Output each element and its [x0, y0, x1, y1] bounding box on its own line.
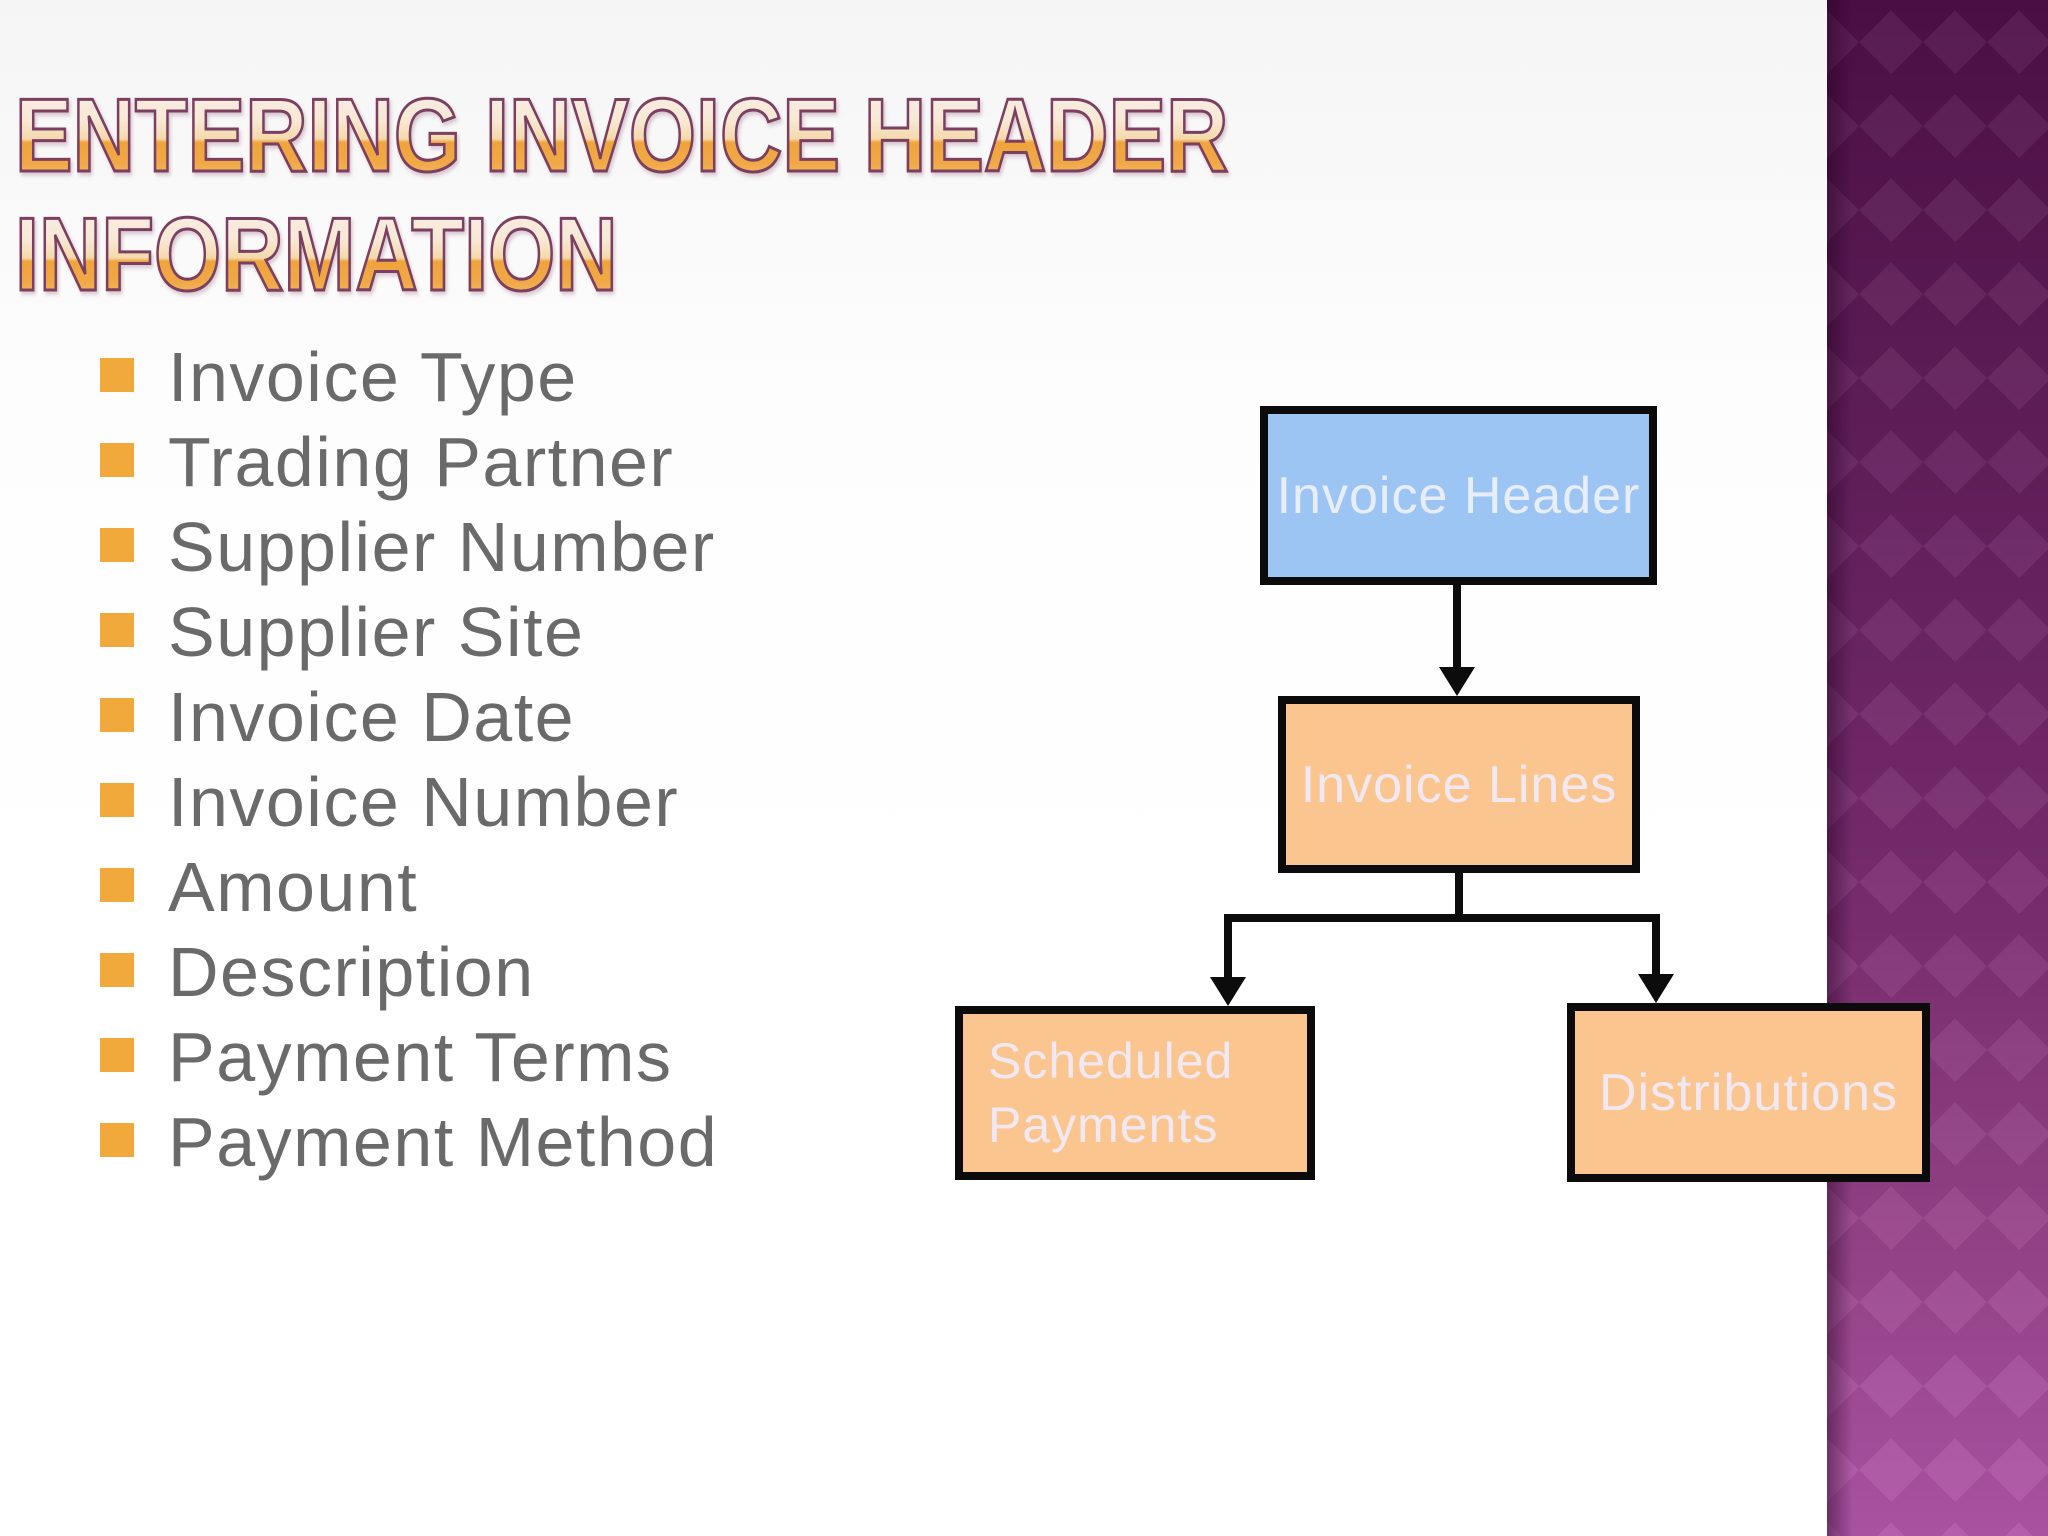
list-item: Invoice Date [100, 675, 718, 760]
bullet-square-icon [100, 527, 134, 562]
list-item-label: Trading Partner [168, 423, 675, 501]
edge-to-scheduled-payments [1224, 914, 1232, 978]
node-label: Distributions [1598, 1063, 1899, 1122]
list-item: Supplier Site [100, 590, 718, 675]
node-label: Invoice Lines [1300, 755, 1618, 814]
edge-branch-bar [1224, 914, 1660, 922]
node-label: Invoice Header [1276, 466, 1641, 525]
list-item: Description [100, 930, 718, 1015]
edge-lines-stub [1455, 873, 1463, 922]
list-item-label: Invoice Type [168, 338, 578, 416]
bullet-square-icon [100, 1122, 134, 1157]
bullet-square-icon [100, 612, 134, 647]
bullet-square-icon [100, 697, 134, 732]
list-item-label: Invoice Number [168, 763, 680, 841]
arrow-down-icon [1210, 977, 1246, 1006]
list-item: Invoice Number [100, 760, 718, 845]
list-item-label: Supplier Number [168, 508, 716, 586]
list-item: Trading Partner [100, 420, 718, 505]
list-item-label: Supplier Site [168, 593, 585, 671]
right-purple-band [1827, 0, 2048, 1536]
list-item-label: Amount [168, 848, 419, 926]
bullet-square-icon [100, 952, 134, 987]
list-item: Payment Method [100, 1100, 718, 1185]
bullet-square-icon [100, 867, 134, 902]
edge-to-distributions [1652, 914, 1660, 975]
bullet-square-icon [100, 782, 134, 817]
bullet-square-icon [100, 442, 134, 477]
diagram-node-invoice-header: Invoice Header [1260, 406, 1657, 585]
list-item-label: Invoice Date [168, 678, 576, 756]
bullet-square-icon [100, 357, 134, 392]
diagram-node-distributions: Distributions [1567, 1003, 1930, 1182]
list-item-label: Payment Terms [168, 1018, 673, 1096]
arrow-down-icon [1638, 974, 1674, 1003]
list-item: Invoice Type [100, 335, 718, 420]
list-item: Amount [100, 845, 718, 930]
slide-title: ENTERING INVOICE HEADER INFORMATION [14, 77, 1230, 315]
list-item: Supplier Number [100, 505, 718, 590]
edge-header-to-lines [1453, 585, 1461, 669]
arrow-down-icon [1439, 667, 1475, 696]
slide-title-line2: INFORMATION [14, 196, 1228, 315]
slide-title-line1: ENTERING INVOICE HEADER [14, 77, 1230, 196]
diagram-node-invoice-lines: Invoice Lines [1278, 696, 1640, 873]
diagram-node-scheduled-payments: Scheduled Payments [955, 1006, 1315, 1180]
list-item: Payment Terms [100, 1015, 718, 1100]
bullet-list: Invoice Type Trading Partner Supplier Nu… [100, 335, 718, 1185]
list-item-label: Description [168, 933, 535, 1011]
bullet-square-icon [100, 1037, 134, 1072]
list-item-label: Payment Method [168, 1103, 719, 1181]
node-label: Scheduled Payments [988, 1033, 1234, 1153]
